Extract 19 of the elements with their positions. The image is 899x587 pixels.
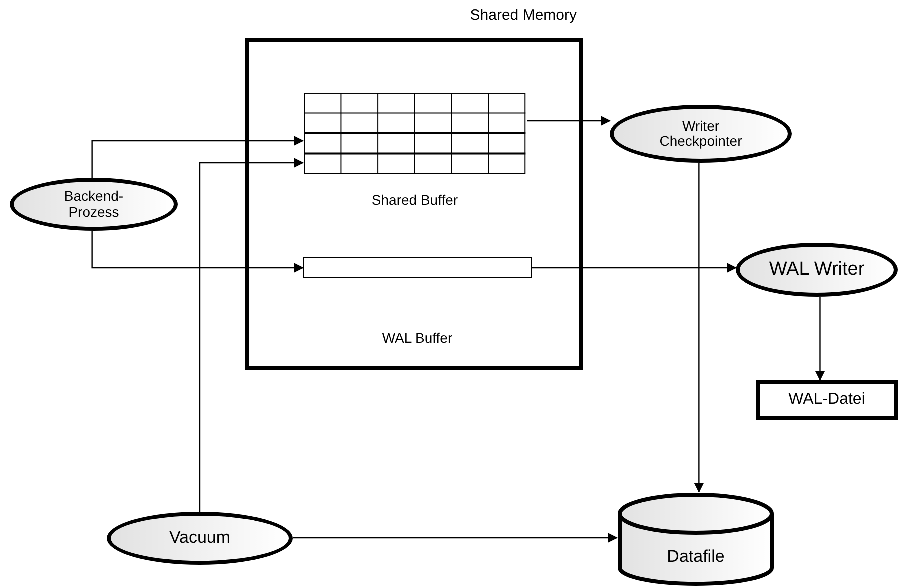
arrow: [92, 136, 304, 178]
node-label: Writer Checkpointer: [658, 118, 744, 150]
node-label: WAL-Datei: [788, 390, 866, 410]
file-box: [756, 380, 898, 420]
node-label: Shared Memory: [470, 6, 577, 26]
arrow: [199, 158, 304, 512]
arrow: [293, 533, 618, 543]
node-label: Datafile: [667, 546, 725, 568]
arrow: [815, 297, 826, 381]
node-label: Shared Buffer: [372, 191, 458, 210]
arrow: [694, 163, 704, 493]
arrow: [527, 116, 611, 126]
arrow: [532, 263, 737, 273]
node-label: WAL Buffer: [382, 329, 453, 348]
node-label: Backend-Prozess: [63, 189, 125, 220]
node-label: WAL Writer: [768, 260, 866, 280]
database-cylinder: [617, 492, 775, 586]
arrow: [92, 231, 304, 273]
node-label: Vacuum: [168, 529, 232, 548]
